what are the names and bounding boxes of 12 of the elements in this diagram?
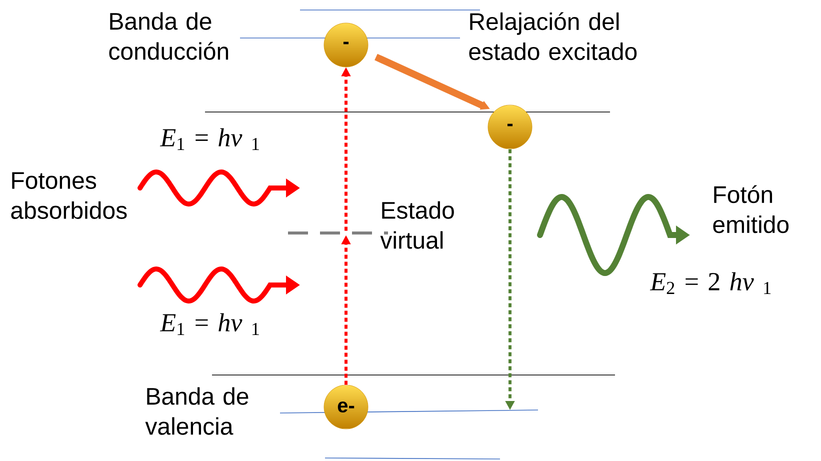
band-label: Banda de valencia: [145, 387, 248, 435]
caption-text: Relajación del estado excitado: [469, 12, 637, 60]
energy-formula: E$_{1}$ = hν $_{1}$: [160, 128, 259, 150]
caption-text: Fotones absorbidos: [11, 172, 127, 219]
caption-text: Fotón emitido: [713, 185, 789, 234]
electron-ball: -: [324, 22, 368, 68]
electron-ball: -: [488, 104, 532, 150]
band-label: Banda de conducción: [109, 12, 228, 60]
energy-formula: E$_{1}$ = hν $_{1}$: [160, 313, 259, 335]
electron-ball: e-: [324, 384, 368, 430]
energy-formula: E$_{2}$ = 2 hν $_{1}$: [650, 272, 771, 294]
state-label: Estado virtual: [380, 201, 454, 249]
